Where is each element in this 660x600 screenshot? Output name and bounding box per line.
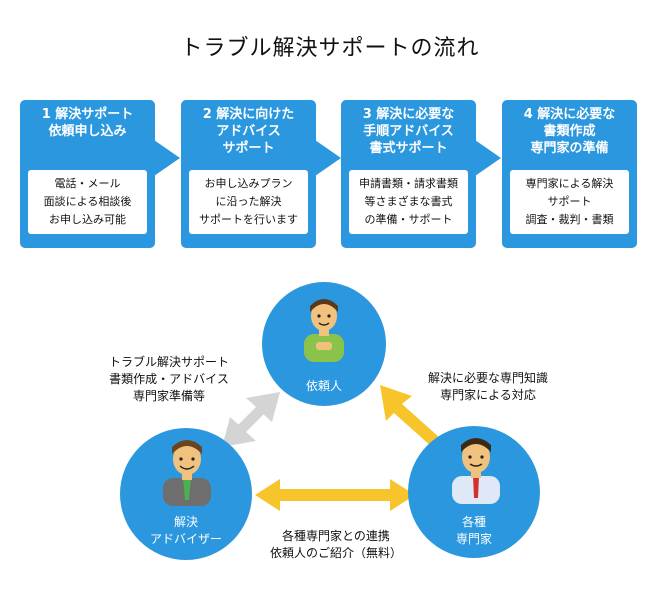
step-4-heading: 4 解決に必要な 書類作成 専門家の準備	[523, 107, 616, 156]
advisor-person-icon	[163, 440, 211, 506]
expert-label: 各種 専門家	[455, 515, 492, 546]
step-2-box: 2 解決に向けた アドバイス サポート お申し込みプラン に沿った解決 サポート…	[181, 100, 316, 248]
step-3-heading: 3 解決に必要な 手順アドバイス 書式サポート	[362, 107, 455, 156]
client-person-icon	[304, 299, 344, 362]
step-2-body: お申し込みプラン に沿った解決 サポートを行います	[189, 170, 308, 234]
step-arrow-1	[154, 140, 180, 176]
expert-client-arrow	[380, 385, 440, 447]
step-3-box: 3 解決に必要な 手順アドバイス 書式サポート 申請書類・請求書類 等さまざまな…	[341, 100, 476, 248]
step-4-box: 4 解決に必要な 書類作成 専門家の準備 専門家による解決 サポート 調査・裁判…	[502, 100, 637, 248]
step-3-body: 申請書類・請求書類 等さまざまな書式 の準備・サポート	[349, 170, 468, 234]
step-1-body: 電話・メール 面談による相談後 お申し込み可能	[28, 170, 147, 234]
advisor-label: 解決 アドバイザー	[149, 515, 222, 546]
advisor-expert-flow-label: 各種専門家との連携 依頼人のご紹介（無料）	[269, 529, 402, 560]
step-1-heading: 1 解決サポート 依頼申し込み	[41, 107, 134, 139]
advisor-client-flow-label: トラブル解決サポート 書類作成・アドバイス 専門家準備等	[108, 355, 229, 403]
client-label: 依頼人	[305, 379, 342, 393]
step-4-body: 専門家による解決 サポート 調査・裁判・書類	[510, 170, 629, 234]
step-2-heading: 2 解決に向けた アドバイス サポート	[202, 107, 295, 156]
page-title: トラブル解決サポートの流れ	[180, 36, 480, 61]
step-arrow-3	[475, 140, 501, 176]
advisor-client-arrow	[222, 392, 280, 447]
expert-client-flow-label: 解決に必要な専門知識 専門家による対応	[427, 371, 548, 402]
step-arrow-2	[315, 140, 341, 176]
step-1-box: 1 解決サポート 依頼申し込み 電話・メール 面談による相談後 お申し込み可能	[20, 100, 155, 248]
advisor-expert-arrow	[255, 479, 415, 511]
expert-person-icon	[452, 438, 500, 504]
